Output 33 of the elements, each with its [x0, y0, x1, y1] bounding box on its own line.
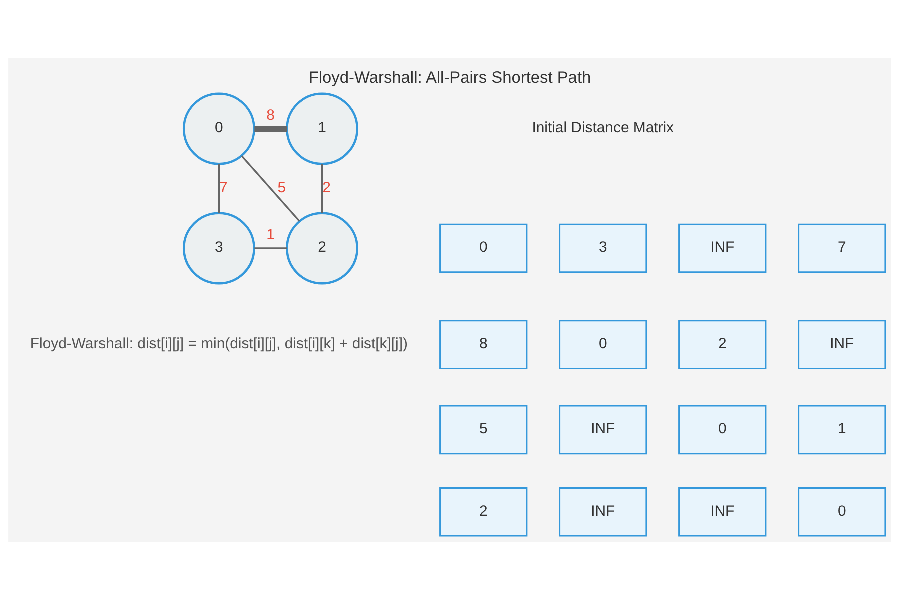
node-box: INF — [678, 487, 767, 537]
edge-label: 8 — [266, 106, 275, 124]
node-box: 3 — [559, 224, 648, 274]
node-box: 8 — [440, 320, 528, 370]
label: Initial Distance Matrix — [532, 120, 674, 137]
node-box: INF — [798, 320, 886, 370]
connector — [321, 164, 324, 214]
node-box: 0 — [440, 224, 528, 274]
node-box: INF — [559, 405, 648, 455]
edge-label: 1 — [266, 226, 275, 244]
edge-label: 7 — [220, 179, 228, 196]
edge-label: 5 — [278, 179, 286, 196]
edge-label: 2 — [322, 179, 331, 196]
node-circle: 1 — [286, 92, 358, 166]
node-box: 7 — [798, 224, 886, 274]
node-box: 0 — [678, 405, 767, 455]
connector — [241, 156, 300, 222]
node-box: INF — [678, 224, 767, 274]
node-box: 1 — [798, 405, 886, 455]
node-box: INF — [559, 487, 648, 537]
node-circle: 0 — [182, 92, 256, 166]
connector — [254, 248, 288, 250]
node-box: 0 — [559, 320, 648, 370]
node-box: 2 — [678, 320, 767, 370]
node-circle: 3 — [182, 212, 256, 285]
node-box: 2 — [440, 487, 528, 537]
diagram-title: Floyd-Warshall: All-Pairs Shortest Path — [308, 69, 592, 88]
label: Floyd-Warshall: dist[i][j] = min(dist[i][j], dist[i][k] + dist[k][j]) — [30, 336, 408, 353]
connector — [218, 164, 220, 214]
node-box: 5 — [440, 405, 528, 455]
connector — [254, 126, 288, 132]
node-box: 0 — [798, 487, 886, 537]
node-circle: 2 — [286, 212, 358, 285]
